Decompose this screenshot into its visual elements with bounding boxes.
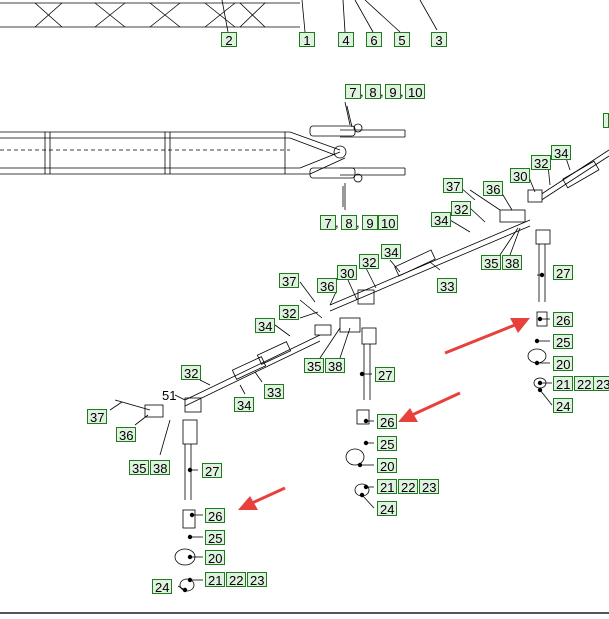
callout-9-top: 9 [385, 84, 401, 100]
callout-6: 6 [366, 32, 382, 48]
callout-7-bottom: 7 [320, 215, 336, 231]
callout-separator: , [335, 215, 339, 230]
callout-21-middle: 21 [377, 479, 398, 495]
callout-10-top: 10 [405, 84, 426, 100]
callout-36-right: 36 [483, 181, 504, 197]
callout-24-left: 24 [152, 579, 173, 595]
callout-4: 4 [338, 32, 354, 48]
callout-23-left: 23 [247, 572, 268, 588]
boom-frame [0, 101, 406, 210]
callout-separator: , [360, 84, 364, 99]
callout-38-middle: 38 [325, 358, 346, 374]
nozzle-assembly-right [469, 149, 609, 389]
callout-cutoff-edge [603, 113, 609, 128]
callout-1: 1 [299, 32, 315, 48]
callout-37-right: 37 [443, 178, 464, 194]
callout-26-left: 26 [205, 508, 226, 524]
callout-9-bottom: 9 [362, 215, 378, 231]
callout-7-top: 7 [345, 84, 361, 100]
callout-24-middle: 24 [377, 501, 398, 517]
top-leaders [221, 0, 438, 33]
callout-38-right: 38 [502, 255, 523, 271]
bottom-border [0, 612, 609, 614]
callout-25-middle: 25 [377, 436, 398, 452]
callout-32-left: 32 [181, 365, 202, 381]
callout-34-middle-b: 34 [255, 318, 276, 334]
red-arrow-left [238, 486, 286, 510]
callout-separator: , [356, 215, 360, 230]
callout-38-left: 38 [150, 460, 171, 476]
callout-8-top: 8 [365, 84, 381, 100]
callout-5: 5 [394, 32, 410, 48]
callout-34-right-b: 34 [431, 212, 452, 228]
callout-10-bottom: 10 [378, 215, 399, 231]
callout-30-middle: 30 [337, 265, 358, 281]
callout-22-middle: 22 [398, 479, 419, 495]
callout-27-middle: 27 [375, 367, 396, 383]
callout-20-right: 20 [553, 356, 574, 372]
callout-36-left: 36 [116, 427, 137, 443]
callout-3: 3 [431, 32, 447, 48]
nozzle-assembly-left [114, 334, 321, 592]
callout-27-left: 27 [202, 463, 223, 479]
callout-30-right: 30 [510, 168, 531, 184]
callout-23-middle: 23 [419, 479, 440, 495]
callout-20-left: 20 [205, 550, 226, 566]
callout-25-right: 25 [553, 334, 574, 350]
top-truss [0, 2, 300, 28]
callout-26-right: 26 [553, 312, 574, 328]
callout-21-right: 21 [553, 376, 574, 392]
leader-lines [109, 105, 571, 593]
callout-27-right: 27 [553, 265, 574, 281]
callout-32-middle: 32 [359, 254, 380, 270]
callout-22-right: 22 [574, 376, 595, 392]
callout-24-right: 24 [553, 398, 574, 414]
callout-23-right: 23 [593, 376, 609, 392]
red-arrows [238, 318, 530, 510]
red-arrow-middle [398, 391, 461, 422]
red-arrow-right [444, 318, 530, 355]
callout-37-middle: 37 [279, 273, 300, 289]
callout-20-middle: 20 [377, 458, 398, 474]
callout-37-left: 37 [87, 409, 108, 425]
callout-35-middle: 35 [304, 358, 325, 374]
callout-22-left: 22 [226, 572, 247, 588]
callout-26-middle: 26 [377, 414, 398, 430]
callout-25-left: 25 [205, 530, 226, 546]
callout-32-middle-b: 32 [279, 305, 300, 321]
callout-32-right-b: 32 [451, 201, 472, 217]
callout-35-left: 35 [129, 460, 150, 476]
callout-34-middle: 34 [381, 244, 402, 260]
callout-33-left: 33 [264, 384, 285, 400]
callout-36-middle: 36 [317, 278, 338, 294]
callout-8-bottom: 8 [341, 215, 357, 231]
callout-33-middle: 33 [437, 278, 458, 294]
callout-34-right: 34 [551, 145, 572, 161]
callout-separator: , [380, 84, 384, 99]
nozzle-assembly-middle [299, 219, 531, 497]
callout-2: 2 [221, 32, 237, 48]
callout-51: 51 [162, 388, 177, 403]
callout-35-right: 35 [481, 255, 502, 271]
callout-separator: , [400, 84, 404, 99]
callout-21-left: 21 [205, 572, 226, 588]
callout-32-right: 32 [531, 155, 552, 171]
callout-34-left: 34 [234, 397, 255, 413]
